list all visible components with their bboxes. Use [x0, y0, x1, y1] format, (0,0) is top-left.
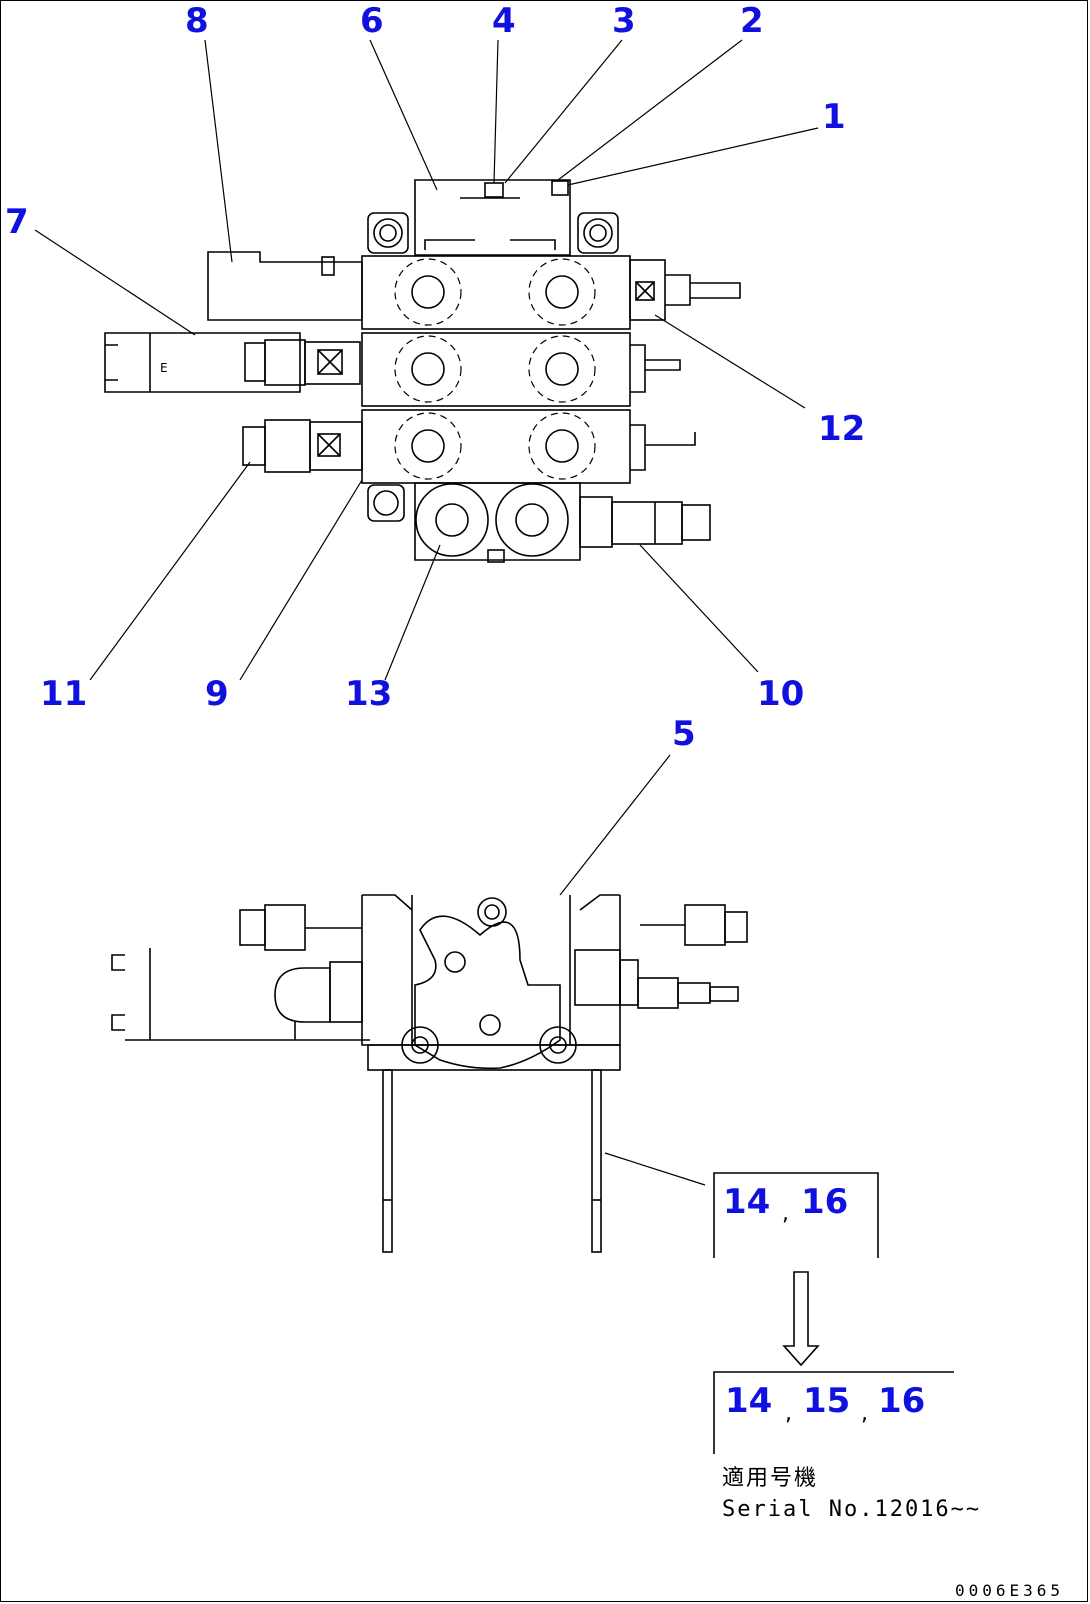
kit-after-sep-2: ,: [861, 1401, 868, 1426]
valve-assembly-side-view: [111, 894, 748, 1253]
solenoid-8: [207, 251, 363, 321]
lever-7: E: [104, 332, 361, 393]
kit-box-before: [713, 1172, 879, 1258]
serial-number-note: Serial No.12016~~: [722, 1497, 981, 1522]
callout-13: 13: [345, 674, 392, 714]
callout-10: 10: [757, 674, 804, 714]
bolt: [577, 212, 619, 254]
ports: [394, 258, 596, 480]
kit-box-after: [713, 1371, 954, 1454]
leader-lines-top: [34, 39, 819, 1186]
arrow: [782, 1271, 820, 1367]
bolt: [367, 212, 409, 254]
callout-1: 1: [822, 97, 846, 137]
callout-12: 12: [818, 409, 865, 449]
applicable-serial-jp: 適用号機: [722, 1466, 818, 1491]
callout-11: 11: [40, 674, 87, 714]
kit-before-b: 16: [801, 1182, 848, 1222]
valve-section-3: [361, 409, 631, 484]
valve-assembly-top-view: E: [104, 179, 741, 563]
drawing-code: 0006E365: [955, 1581, 1064, 1600]
block-13: [367, 482, 581, 563]
callout-2: 2: [740, 1, 764, 41]
callout-6: 6: [360, 1, 384, 41]
kit-before-a: 14: [723, 1182, 770, 1222]
kit-after-c: 16: [878, 1381, 925, 1421]
callout-5: 5: [672, 714, 696, 754]
plug: [630, 344, 681, 393]
callout-8: 8: [185, 1, 209, 41]
callout-9: 9: [205, 674, 229, 714]
valve-section-2: [361, 332, 631, 407]
kit-after-a: 14: [725, 1381, 772, 1421]
valve-section-1: [361, 255, 631, 330]
svg-text:E: E: [160, 361, 168, 375]
plug-12: [629, 259, 741, 321]
plug: [630, 424, 696, 471]
kit-after-sep-1: ,: [785, 1401, 792, 1426]
kit-before-sep: ,: [782, 1201, 789, 1226]
studs-14-16: [382, 1069, 602, 1253]
callout-7: 7: [5, 202, 29, 242]
solenoid-10: [579, 496, 711, 548]
callout-3: 3: [612, 1, 636, 41]
relief-11: [242, 419, 363, 473]
callout-4: 4: [492, 1, 516, 41]
kit-after-b: 15: [803, 1381, 850, 1421]
